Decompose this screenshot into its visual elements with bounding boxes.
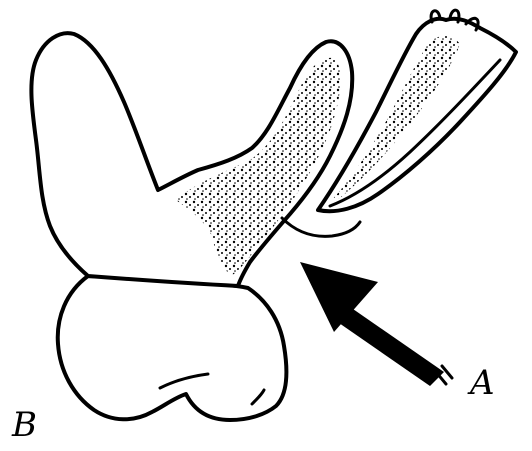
connector-line xyxy=(282,218,360,236)
label-a: A xyxy=(470,366,495,400)
label-b: B xyxy=(12,408,37,442)
lower-lobe xyxy=(58,276,287,420)
